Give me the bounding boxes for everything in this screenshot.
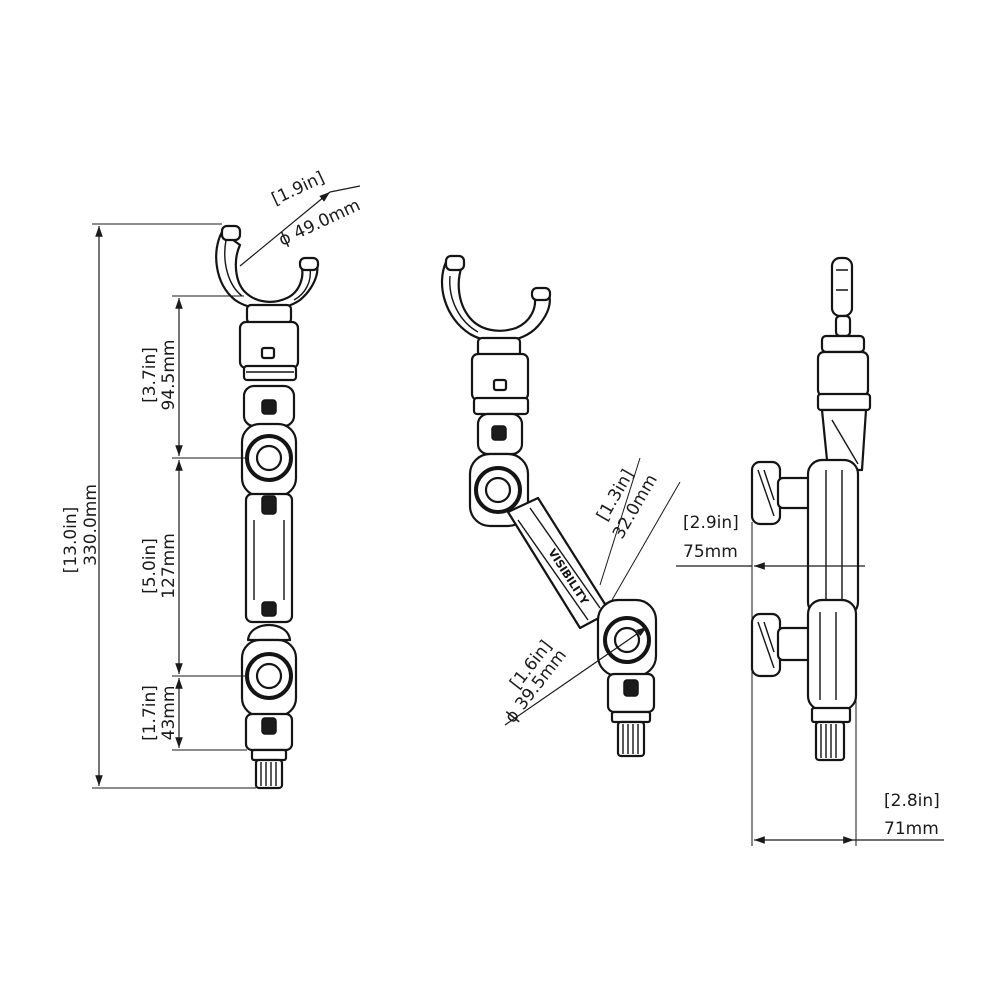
side-arm <box>806 458 860 618</box>
dim-depth-mm: 71mm <box>884 819 939 839</box>
side-view: [2.9in] 75mm [2.8in] 71mm <box>676 256 944 846</box>
dim-arm-section-in: [5.0in] <box>140 538 160 594</box>
dim-depth-in: [2.8in] <box>884 791 940 811</box>
side-upper-knob <box>750 460 816 526</box>
side-lower-knob <box>750 598 858 712</box>
dim-overall-height-in: [13.0in] <box>61 507 81 574</box>
dim-clamp-diameter: [1.9in] ϕ 49.0mm <box>239 168 364 267</box>
dim-arm-section-mm: 127mm <box>159 533 179 599</box>
dim-clamp-diameter-in: [1.9in] <box>269 168 328 210</box>
side-clamp <box>830 256 854 338</box>
front-arm-body <box>244 492 294 624</box>
dim-top-section-mm: 94.5mm <box>159 340 179 411</box>
dim-base-section-mm: 43mm <box>159 686 179 741</box>
angled-collar <box>470 336 530 416</box>
angled-upper-knob <box>468 452 530 528</box>
angled-base <box>606 672 656 758</box>
angled-lower-knob <box>596 598 658 678</box>
dim-base-section-in: [1.7in] <box>140 685 160 741</box>
side-collar <box>816 334 872 412</box>
dim-top-section-in: [3.7in] <box>140 347 160 403</box>
angled-upper-link <box>476 412 524 456</box>
dim-arm-section: [5.0in] 127mm <box>140 460 183 674</box>
side-upper-body <box>820 408 868 472</box>
dim-overall-height-mm: 330.0mm <box>81 484 101 566</box>
side-base <box>810 706 852 762</box>
angled-view: VISIBILITY [1.3in] 32.0mm [1.6in] ϕ 39.5… <box>440 254 681 758</box>
front-lower-knob <box>240 624 298 718</box>
dim-knob-offset: [2.9in] 75mm <box>676 513 865 570</box>
dim-knob-offset-in: [2.9in] <box>683 513 739 533</box>
front-collar <box>238 303 300 382</box>
front-clamp-jaw <box>215 224 320 310</box>
front-upper-link <box>242 384 296 428</box>
angled-clamp-jaw <box>440 254 552 343</box>
dim-overall-height: [13.0in] 330.0mm <box>61 226 103 786</box>
front-base <box>244 712 294 790</box>
front-view: [1.9in] ϕ 49.0mm [13.0in] 330.0mm [3.7in… <box>61 168 364 790</box>
angled-arm-body: VISIBILITY <box>506 496 612 630</box>
dim-arm-width: [1.3in] 32.0mm <box>593 457 681 601</box>
front-upper-knob <box>240 422 298 498</box>
dim-depth: [2.8in] 71mm <box>754 791 944 844</box>
dim-top-section: [3.7in] 94.5mm <box>140 298 183 456</box>
dim-base-section: [1.7in] 43mm <box>140 678 183 748</box>
dim-knob-offset-mm: 75mm <box>683 542 738 562</box>
